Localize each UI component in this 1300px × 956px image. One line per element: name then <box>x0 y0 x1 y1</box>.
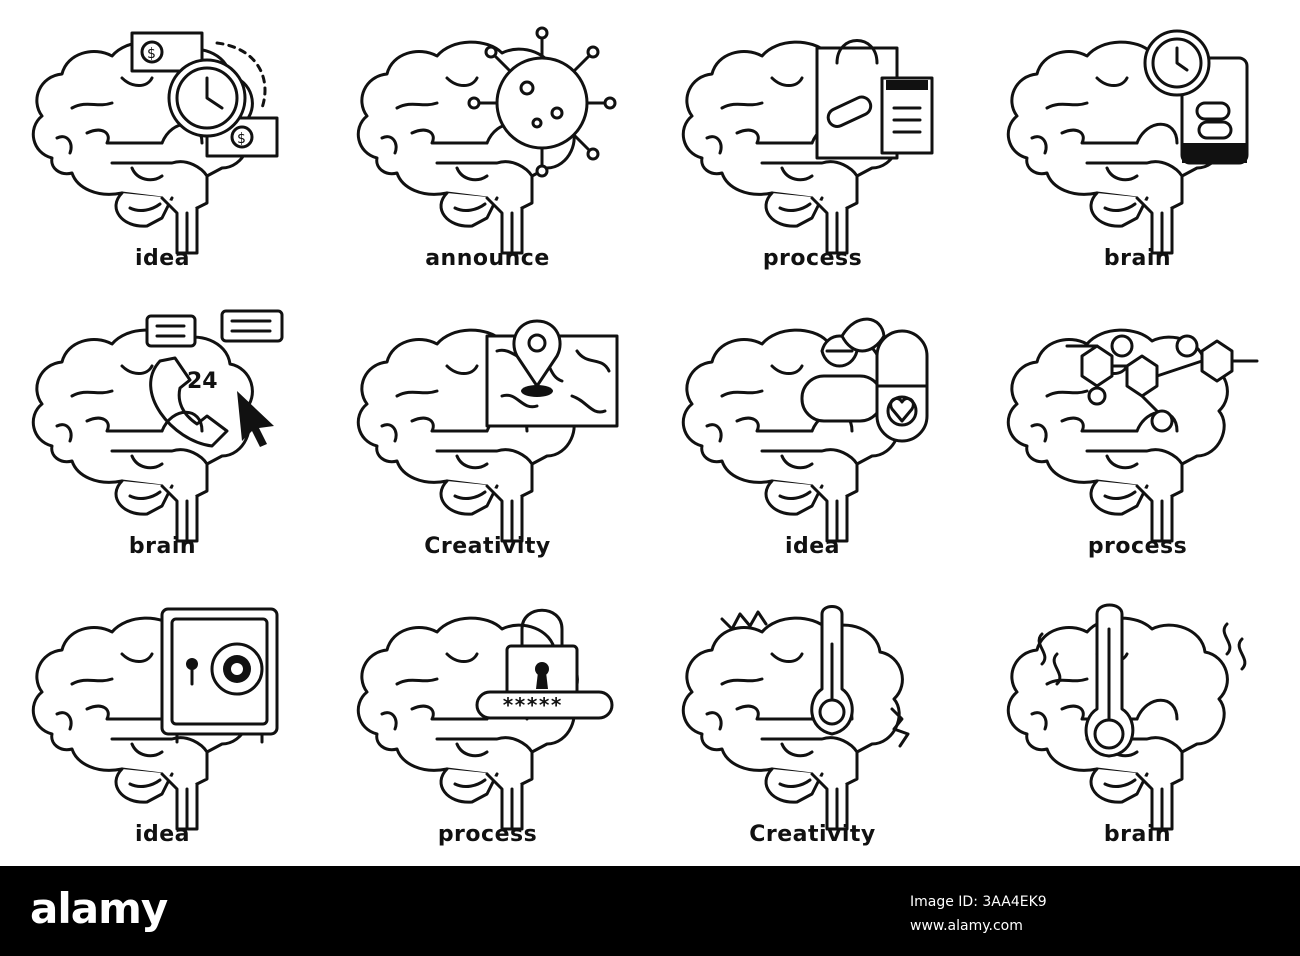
site-url-text: www.alamy.com <box>910 918 1023 934</box>
icon-card-idea-capsule: idea <box>650 288 975 576</box>
alamy-logo: alamy <box>30 884 168 933</box>
watermark-footer: alamy Image ID: 3AA4EK9 www.alamy.com <box>0 866 1300 956</box>
icon-grid: $ $ idea a <box>0 0 1300 864</box>
brain-phone-support-icon: 24 <box>31 309 284 543</box>
icon-card-creativity-thermometer: Creativity <box>650 576 975 864</box>
icon-label: process <box>437 822 538 847</box>
icon-card-process-padlock: ***** process <box>325 576 650 864</box>
icon-label: process <box>1087 534 1188 559</box>
icon-card-idea-money: $ $ idea <box>0 0 325 288</box>
icon-label: brain <box>128 534 197 559</box>
icon-label: Creativity <box>424 534 551 559</box>
svg-text:$: $ <box>147 46 156 62</box>
brain-leaf-capsule-icon <box>681 317 929 543</box>
icon-card-creativity-map: Creativity <box>325 288 650 576</box>
image-id-text: Image ID: 3AA4EK9 <box>910 894 1047 910</box>
brain-molecule-icon <box>1006 328 1259 543</box>
icon-label: brain <box>1103 246 1172 271</box>
brain-clock-pills-icon <box>1006 29 1249 255</box>
brain-virus-icon <box>356 26 617 255</box>
password-mask: ***** <box>502 693 562 717</box>
icon-label: process <box>762 246 863 271</box>
icon-card-process-pharmacy: process <box>650 0 975 288</box>
icon-label: Creativity <box>749 822 876 847</box>
icon-card-idea-safe: idea <box>0 576 325 864</box>
icon-card-brain-clock-pills: brain <box>975 0 1300 288</box>
svg-text:$: $ <box>237 131 246 147</box>
brain-map-pin-icon <box>356 319 619 543</box>
brain-thermometer-shock-icon <box>681 605 910 831</box>
brain-padlock-password-icon: ***** <box>356 608 614 831</box>
icon-label: announce <box>425 246 550 271</box>
icon-label: idea <box>784 534 841 559</box>
icon-card-brain-support: 24 brain <box>0 288 325 576</box>
badge-24: 24 <box>187 369 218 394</box>
icon-card-announce-virus: announce <box>325 0 650 288</box>
icon-label: idea <box>134 822 191 847</box>
icon-card-process-molecule: process <box>975 288 1300 576</box>
brain-pharmacy-bag-icon <box>681 39 934 255</box>
brain-money-clock-icon: $ $ <box>31 31 279 255</box>
brain-thermometer-heat-icon <box>1006 603 1247 831</box>
icon-label: idea <box>134 246 191 271</box>
icon-label: brain <box>1103 822 1172 847</box>
icon-card-brain-heat: brain <box>975 576 1300 864</box>
brain-safe-icon <box>31 607 279 831</box>
